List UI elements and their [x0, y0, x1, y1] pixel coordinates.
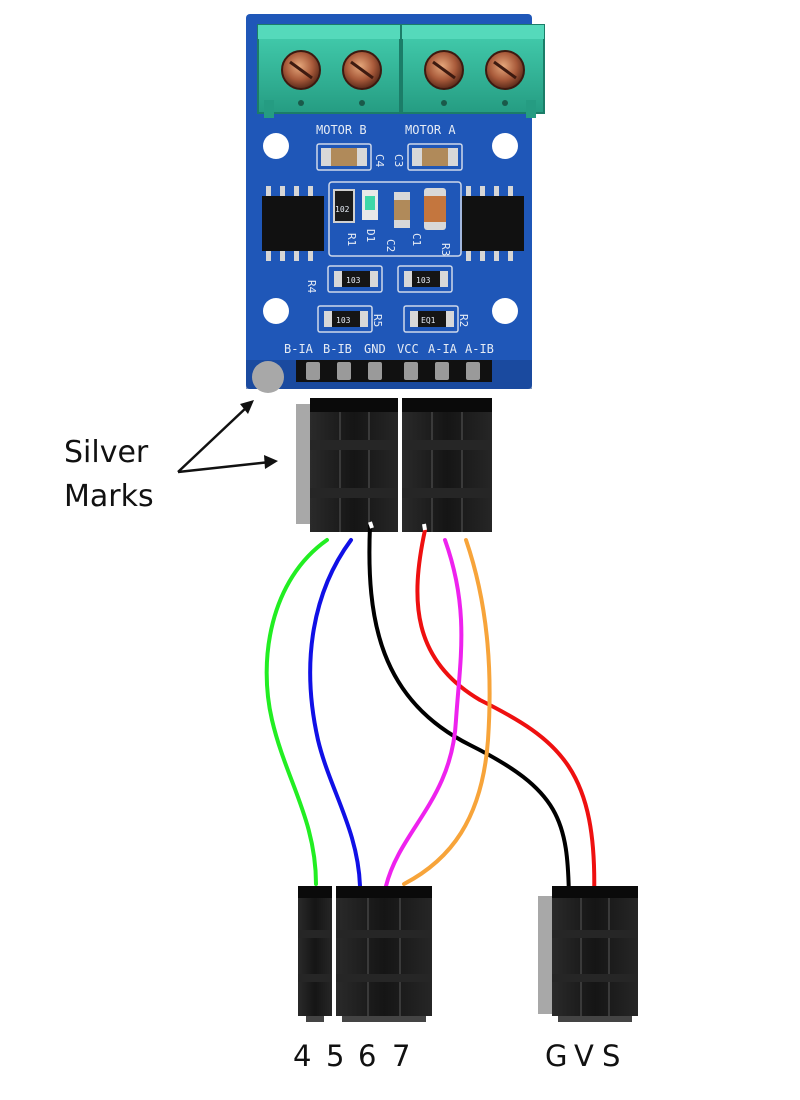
label-motor-a: MOTOR A — [405, 123, 456, 137]
resistor-r1 — [333, 189, 355, 223]
mounting-hole-top-left — [263, 133, 289, 159]
svg-text:102: 102 — [335, 205, 350, 214]
pin-label-b-ia: B-IA — [284, 342, 314, 356]
wire-green — [264, 538, 329, 886]
svg-text:103: 103 — [416, 276, 431, 285]
lower-connector-triple — [336, 886, 432, 1022]
middle-components: 102 R1 D1 C2 C1 R3 — [328, 181, 462, 257]
lower-connector-single — [298, 886, 332, 1022]
upper-connector-left — [296, 398, 398, 532]
driver-chip-right — [462, 186, 524, 261]
mounting-hole-bottom-right — [492, 298, 518, 324]
pin-number-5: 5 — [326, 1039, 344, 1073]
svg-text:C1: C1 — [410, 233, 423, 246]
resistor-r2: EQ1 R2 — [403, 305, 470, 333]
callout-arrow-up — [177, 405, 249, 473]
header-pin-labels: B-IA B-IB GND VCC A-IA A-IB — [284, 342, 494, 356]
wire-red — [415, 528, 597, 902]
resistor-r4: 103 R4 — [305, 265, 383, 294]
upper-connector-right — [402, 398, 492, 532]
svg-text:R1: R1 — [345, 233, 358, 246]
wire-black — [367, 524, 571, 902]
mounting-hole-top-right — [492, 133, 518, 159]
pin-number-4: 4 — [293, 1039, 311, 1073]
pin-number-7: 7 — [392, 1039, 410, 1073]
capacitor-c4: C4 — [316, 143, 386, 171]
svg-text:R5: R5 — [371, 314, 384, 327]
svg-text:D1: D1 — [364, 229, 377, 242]
svg-text:C3: C3 — [392, 154, 405, 167]
header-pins — [296, 360, 492, 382]
pin-label-b-ib: B-IB — [323, 342, 352, 356]
svg-text:R2: R2 — [457, 314, 470, 327]
wires — [264, 521, 597, 902]
callout-text-line1: Silver — [64, 435, 149, 470]
lower-connector-gvs — [538, 886, 638, 1022]
callout-arrow-right — [177, 460, 271, 474]
svg-text:R3: R3 — [439, 243, 452, 256]
resistor-r5: 103 R5 — [317, 305, 384, 333]
pin-label-vcc: VCC — [397, 342, 419, 356]
pin-letter-g: G — [545, 1039, 567, 1073]
wire-blue — [308, 538, 362, 888]
svg-text:EQ1: EQ1 — [421, 316, 436, 325]
wire-orange — [402, 538, 492, 886]
pin-letter-v: V — [574, 1039, 594, 1073]
mounting-hole-bottom-left — [263, 298, 289, 324]
motor-driver-board: MOTOR B MOTOR A C4 C3 — [246, 14, 545, 393]
pin-label-a-ia: A-IA — [428, 342, 458, 356]
silver-marks-callout: Silver Marks — [64, 400, 278, 514]
resistor-r3: 103 — [397, 265, 453, 293]
capacitor-c3: C3 — [392, 143, 463, 171]
silver-mark-dot — [252, 361, 284, 393]
pin-label-a-ib: A-IB — [465, 342, 494, 356]
wire-magenta — [384, 538, 464, 888]
callout-text-line2: Marks — [64, 479, 154, 514]
pin-letter-s: S — [602, 1039, 620, 1073]
pin-label-gnd: GND — [364, 342, 386, 356]
arrow-head-icon — [240, 400, 254, 414]
driver-chip-left — [262, 186, 324, 261]
svg-text:103: 103 — [336, 316, 351, 325]
bottom-pin-labels: 4 5 6 7 G V S — [293, 1039, 620, 1073]
svg-text:C2: C2 — [384, 239, 397, 252]
arrow-head-icon — [264, 455, 278, 469]
svg-text:R4: R4 — [305, 280, 318, 294]
svg-text:C4: C4 — [373, 154, 386, 168]
label-motor-b: MOTOR B — [316, 123, 367, 137]
terminal-block-motor-a — [401, 24, 545, 118]
terminal-block-motor-b — [257, 24, 401, 118]
svg-text:103: 103 — [346, 276, 361, 285]
pin-number-6: 6 — [358, 1039, 376, 1073]
